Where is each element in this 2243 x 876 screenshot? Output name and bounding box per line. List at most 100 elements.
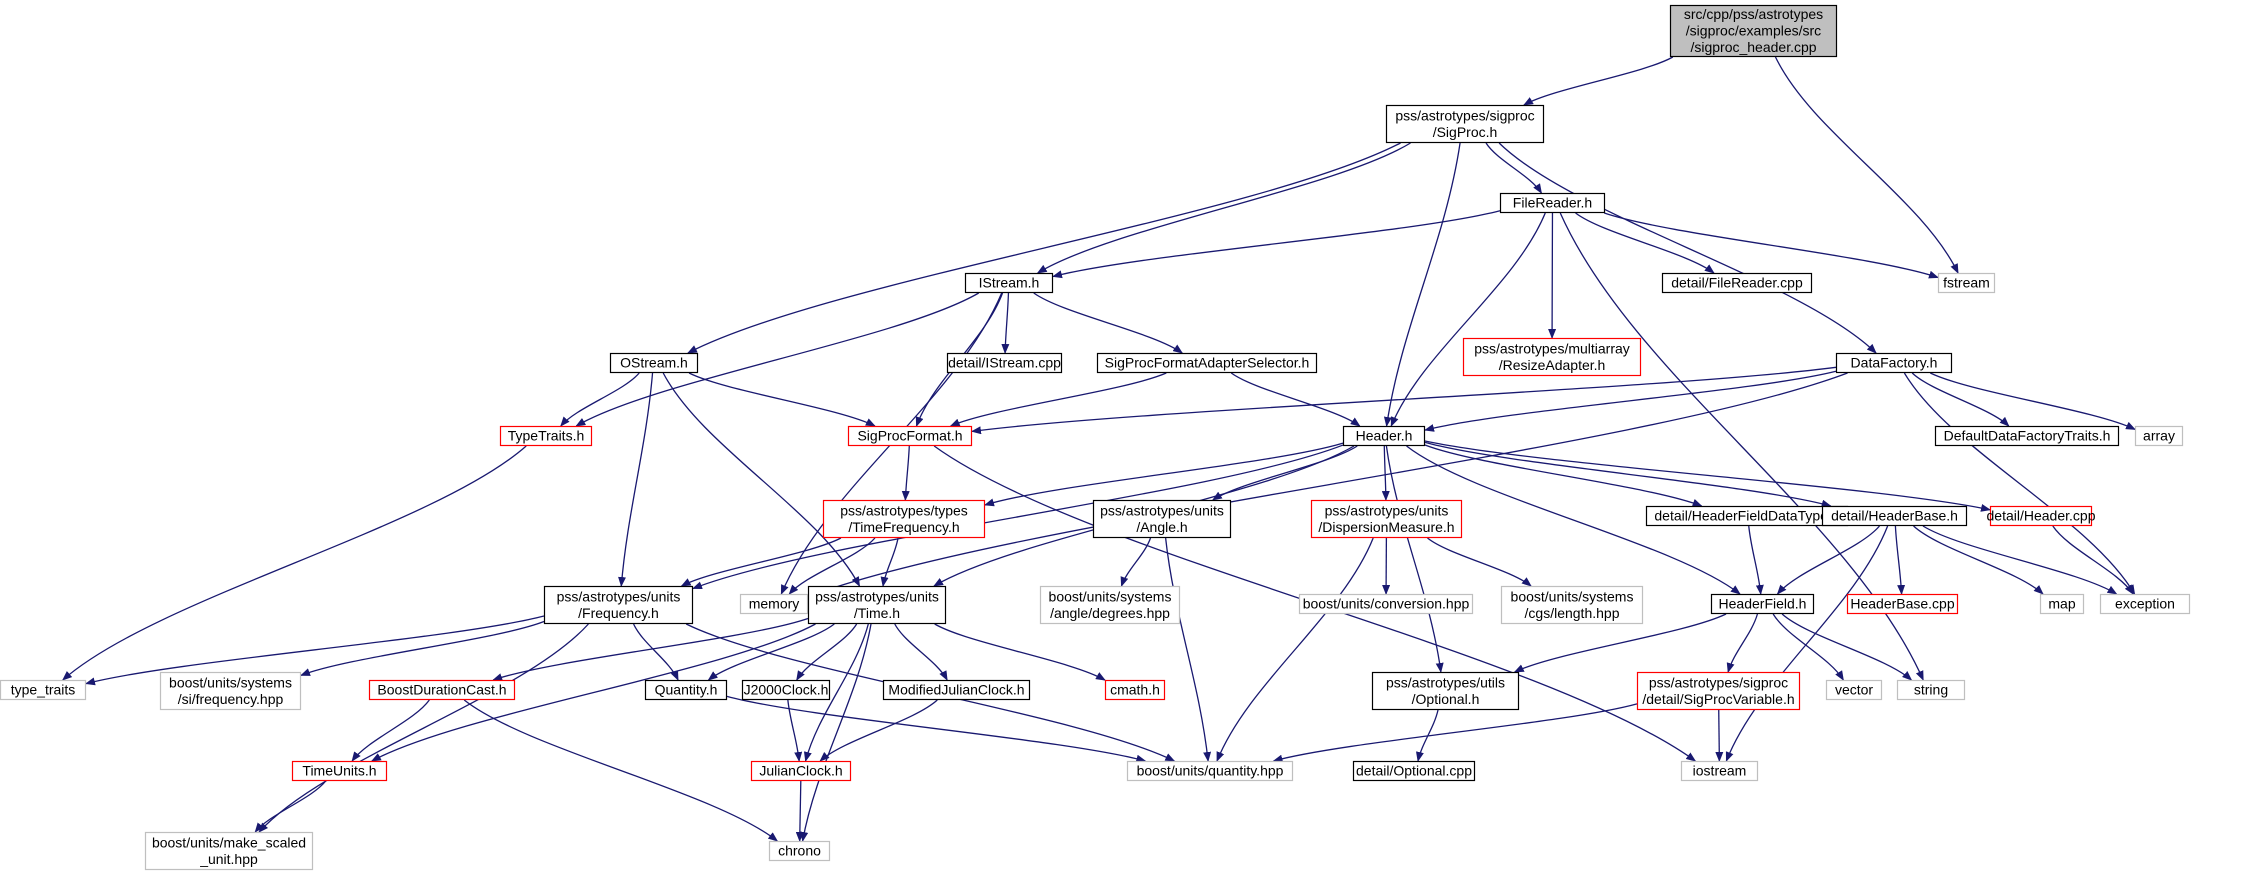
edge-time-to-mjc — [894, 623, 948, 681]
edge-sigprocvariable-to-boostquantity — [1272, 703, 1638, 763]
node-map[interactable]: map — [2039, 593, 2085, 615]
edge-timefreq-to-frequency — [680, 537, 842, 587]
node-sigprocvariable[interactable]: pss/astrotypes/sigproc/detail/SigProcVar… — [1636, 671, 1801, 711]
node-conversion[interactable]: boost/units/conversion.hpp — [1298, 593, 1474, 615]
edge-headerbaseh-to-headerfield — [1776, 525, 1880, 595]
node-cgslength[interactable]: boost/units/systems/cgs/length.hpp — [1500, 585, 1644, 625]
node-box-cgslength — [1500, 585, 1644, 625]
edge-filereader-to-fstream — [1604, 212, 1939, 279]
edge-julianclock-to-chrono — [795, 780, 804, 842]
node-resizeadapter[interactable]: pss/astrotypes/multiarray/ResizeAdapter.… — [1462, 337, 1642, 377]
node-istreamcpp[interactable]: detail/IStream.cpp — [946, 352, 1063, 374]
edge-time-to-quantityh — [707, 623, 835, 681]
edge-sigproch-to-filereader — [1485, 142, 1542, 194]
node-box-headercpp — [1989, 505, 2093, 527]
edge-dispersion-to-boostquantity — [1216, 537, 1374, 762]
node-box-conversion — [1298, 593, 1474, 615]
edge-ostream-to-sigprocformat — [688, 372, 876, 427]
node-label-sigprocformat: SigProcFormat.h — [857, 428, 962, 444]
node-timefreq[interactable]: pss/astrotypes/types/TimeFrequency.h — [822, 499, 986, 539]
node-label-sigproch: pss/astrotypes/sigproc — [1395, 107, 1534, 123]
node-makescaled[interactable]: boost/units/make_scaled_unit.hpp — [144, 831, 314, 871]
node-label-timefreq: pss/astrotypes/types — [840, 502, 968, 518]
node-label-time: /Time.h — [854, 605, 900, 621]
node-frequency[interactable]: pss/astrotypes/units/Frequency.h — [543, 585, 694, 625]
node-mjc[interactable]: ModifiedJulianClock.h — [882, 679, 1031, 701]
node-box-julianclock — [750, 760, 852, 782]
node-label-degrees: boost/units/systems — [1049, 588, 1172, 604]
node-julianclock[interactable]: JulianClock.h — [750, 760, 852, 782]
node-boostdurationcast[interactable]: BoostDurationCast.h — [368, 679, 516, 701]
node-timeunits[interactable]: TimeUnits.h — [291, 760, 388, 782]
node-box-array — [2134, 425, 2184, 447]
node-box-headerbasecpp — [1846, 593, 1959, 615]
edge-ostream-to-typetraits — [560, 372, 640, 427]
node-time[interactable]: pss/astrotypes/units/Time.h — [807, 585, 947, 625]
node-box-boostdurationcast — [368, 679, 516, 701]
node-headercpp[interactable]: detail/Header.cpp — [1987, 505, 2096, 527]
edge-timefreq-to-time — [880, 537, 899, 587]
node-headerfield[interactable]: HeaderField.h — [1710, 593, 1815, 615]
node-label-makescaled: _unit.hpp — [199, 851, 258, 867]
nodes-layer: src/cpp/pss/astrotypes/sigproc/examples/… — [0, 4, 2191, 871]
node-headerbaseh[interactable]: detail/HeaderBase.h — [1821, 505, 1968, 527]
node-headerfielddatatype[interactable]: detail/HeaderFieldDataType.h — [1645, 505, 1849, 527]
edge-datafactory-to-array — [1930, 372, 2136, 430]
node-root[interactable]: src/cpp/pss/astrotypes/sigproc/examples/… — [1669, 4, 1838, 58]
node-memory[interactable]: memory — [739, 593, 809, 615]
node-istream[interactable]: IStream.h — [964, 272, 1054, 294]
edge-headerbaseh-to-headerbasecpp — [1894, 525, 1906, 595]
edge-headerbaseh-to-exception — [1922, 525, 2118, 595]
node-optionalcpp[interactable]: detail/Optional.cpp — [1352, 760, 1476, 782]
node-cmath[interactable]: cmath.h — [1104, 679, 1166, 701]
node-box-istream — [964, 272, 1054, 294]
node-fstream[interactable]: fstream — [1937, 272, 1996, 294]
node-label-ostream: OStream.h — [620, 355, 688, 371]
node-label-datafactory: DataFactory.h — [1851, 355, 1938, 371]
node-iostream[interactable]: iostream — [1680, 760, 1759, 782]
node-label-sifrequency: boost/units/systems — [169, 674, 292, 690]
node-label-optionalcpp: detail/Optional.cpp — [1356, 763, 1472, 779]
node-dispersion[interactable]: pss/astrotypes/units/DispersionMeasure.h — [1310, 499, 1463, 539]
node-optional[interactable]: pss/astrotypes/utils/Optional.h — [1371, 671, 1520, 711]
node-header[interactable]: Header.h — [1342, 425, 1426, 447]
node-box-defaultdft — [1934, 425, 2120, 447]
node-filereader[interactable]: FileReader.h — [1499, 192, 1606, 214]
node-adapterselector[interactable]: SigProcFormatAdapterSelector.h — [1096, 352, 1318, 374]
node-vector[interactable]: vector — [1825, 679, 1883, 701]
node-box-filereader — [1499, 192, 1606, 214]
node-filereadercpp[interactable]: detail/FileReader.cpp — [1661, 272, 1813, 294]
node-label-filereadercpp: detail/FileReader.cpp — [1671, 275, 1803, 291]
node-boostquantity[interactable]: boost/units/quantity.hpp — [1126, 760, 1294, 782]
node-sigproch[interactable]: pss/astrotypes/sigproc/SigProc.h — [1385, 104, 1545, 144]
node-string[interactable]: string — [1896, 679, 1966, 701]
node-label-mjc: ModifiedJulianClock.h — [888, 682, 1024, 698]
node-defaultdft[interactable]: DefaultDataFactoryTraits.h — [1934, 425, 2120, 447]
node-box-sigprocformat — [847, 425, 973, 447]
node-label-header: Header.h — [1356, 428, 1413, 444]
node-array[interactable]: array — [2134, 425, 2184, 447]
node-degrees[interactable]: boost/units/systems/angle/degrees.hpp — [1039, 585, 1181, 625]
edge-mjc-to-julianclock — [819, 699, 938, 762]
edge-adapterselector-to-sigprocformat — [949, 372, 1167, 427]
node-type_traits[interactable]: type_traits — [0, 679, 87, 701]
node-label-iostream: iostream — [1693, 763, 1747, 779]
node-sifrequency[interactable]: boost/units/systems/si/frequency.hpp — [159, 671, 302, 711]
node-label-frequency: /Frequency.h — [578, 605, 659, 621]
node-angle[interactable]: pss/astrotypes/units/Angle.h — [1092, 499, 1232, 539]
node-sigprocformat[interactable]: SigProcFormat.h — [847, 425, 973, 447]
node-quantityh[interactable]: Quantity.h — [644, 679, 728, 701]
node-label-resizeadapter: pss/astrotypes/multiarray — [1474, 340, 1630, 356]
node-exception[interactable]: exception — [2099, 593, 2191, 615]
node-ostream[interactable]: OStream.h — [609, 352, 699, 374]
node-label-sigproch: /SigProc.h — [1433, 124, 1498, 140]
node-label-vector: vector — [1835, 682, 1873, 698]
node-typetraits[interactable]: TypeTraits.h — [499, 425, 593, 447]
node-j2000[interactable]: J2000Clock.h — [741, 679, 831, 701]
node-box-sifrequency — [159, 671, 302, 711]
node-headerbasecpp[interactable]: HeaderBase.cpp — [1846, 593, 1959, 615]
node-chrono[interactable]: chrono — [768, 840, 831, 862]
edge-frequency-to-sifrequency — [300, 620, 545, 676]
edge-time-to-chrono — [800, 623, 872, 842]
node-datafactory[interactable]: DataFactory.h — [1835, 352, 1953, 374]
